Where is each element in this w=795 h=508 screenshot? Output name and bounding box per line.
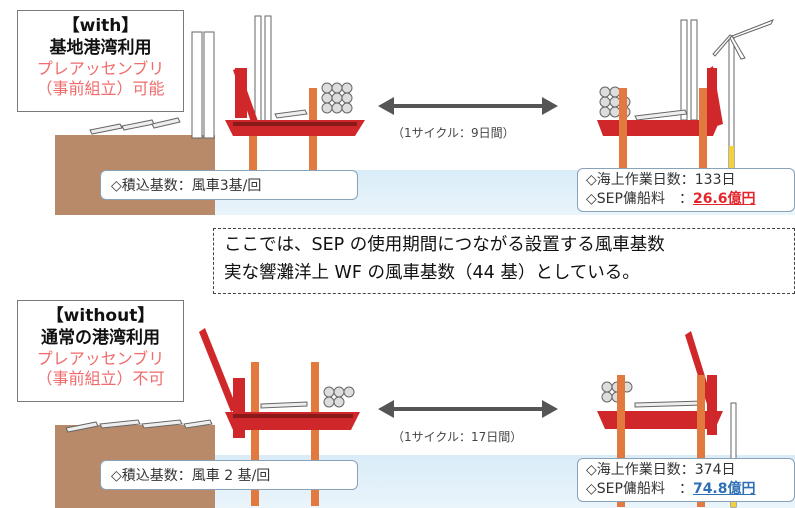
offshore-sep-vessel-icon bbox=[597, 331, 737, 508]
with-label-box: 【with】 基地港湾利用 プレアッセンブリ （事前組立）可能 bbox=[17, 10, 184, 112]
with-sep-charter-value: 26.6億円 bbox=[692, 191, 756, 207]
with-sea-work-days: ◇海上作業日数：133日 bbox=[586, 172, 736, 188]
wind-tower-parts-icon bbox=[89, 31, 215, 139]
without-load-count: ◇積込基数：風車 2 基/回 bbox=[100, 460, 358, 490]
without-tag: 【without】 bbox=[46, 306, 155, 326]
with-info-box: ◇海上作業日数：133日 ◇SEP傭船料 ：26.6億円 bbox=[577, 168, 795, 212]
double-arrow-icon bbox=[378, 400, 558, 418]
offshore-sep-vessel-icon bbox=[597, 19, 775, 171]
note-line-1: ここでは、SEP の使用期間につながる設置する風車基数 bbox=[224, 235, 665, 255]
without-preassembly: プレアッセンブリ bbox=[36, 349, 165, 368]
with-load-count: ◇積込基数：風車3基/回 bbox=[100, 170, 358, 200]
note-line-2: 実な響灘洋上 WF の風車基数（44 基）としている。 bbox=[224, 263, 640, 283]
with-tag: 【with】 bbox=[62, 16, 139, 36]
double-arrow-icon bbox=[378, 97, 558, 115]
without-sep-charter-value: 74.8億円 bbox=[692, 481, 756, 497]
without-port-usage: 通常の港湾利用 bbox=[41, 328, 160, 348]
cycle-duration: （1サイクル：9日間） bbox=[392, 126, 515, 140]
with-preassembly-status: （事前組立）可能 bbox=[36, 79, 165, 98]
cycle-duration: （1サイクル：17日間） bbox=[392, 430, 523, 444]
without-info-box: ◇海上作業日数：374日 ◇SEP傭船料 ：74.8億円 bbox=[577, 458, 795, 502]
sep-vessel-icon bbox=[199, 328, 360, 506]
sep-vessel-icon bbox=[225, 15, 365, 171]
without-sea-work-days: ◇海上作業日数：374日 bbox=[586, 462, 736, 478]
with-port-usage: 基地港湾利用 bbox=[49, 38, 152, 58]
with-sep-charter: ◇SEP傭船料 ：26.6億円 bbox=[586, 191, 756, 207]
with-preassembly: プレアッセンブリ bbox=[36, 59, 165, 78]
wind-tower-parts-icon bbox=[65, 419, 213, 433]
explanatory-note: ここでは、SEP の使用期間につながる設置する風車基数 実な響灘洋上 WF の風… bbox=[213, 228, 795, 294]
without-sep-charter: ◇SEP傭船料 ：74.8億円 bbox=[586, 481, 756, 497]
without-preassembly-status: （事前組立）不可 bbox=[36, 369, 165, 388]
without-label-box: 【without】 通常の港湾利用 プレアッセンブリ （事前組立）不可 bbox=[17, 300, 184, 402]
